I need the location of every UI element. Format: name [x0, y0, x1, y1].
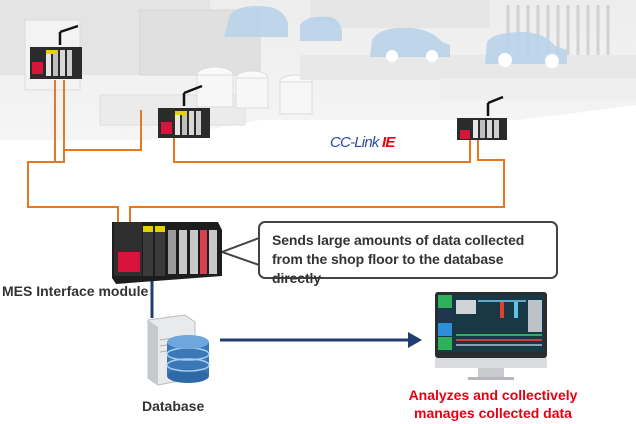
mes-module-label: MES Interface module [2, 283, 149, 299]
callout-line-2: from the shop floor to the database dire… [272, 251, 504, 286]
plc-right [457, 95, 507, 140]
analysis-line-2: manages collected data [414, 405, 572, 421]
network-cable [27, 80, 119, 228]
mes-interface-module [112, 222, 222, 284]
monitor-icon [435, 292, 547, 380]
analysis-line-1: Analyzes and collectively [408, 387, 578, 403]
callout-line-1: Sends large amounts of data collected [272, 232, 525, 248]
database-label: Database [142, 398, 205, 414]
plc-left [30, 24, 82, 79]
logo-text-ie: IE [381, 134, 395, 151]
network-cable [173, 138, 471, 163]
logo-text-cc-link: CC-Link [330, 134, 382, 151]
network-cable [129, 138, 505, 228]
callout-box: Sends large amounts of data collected fr… [258, 221, 558, 286]
analysis-label: Analyzes and collectively manages collec… [408, 386, 578, 422]
database-cylinder-icon [166, 335, 210, 383]
arrow-head-icon [408, 332, 422, 348]
plc-center [158, 84, 210, 138]
cc-link-ie-logo: CC-Link IE [330, 134, 395, 151]
